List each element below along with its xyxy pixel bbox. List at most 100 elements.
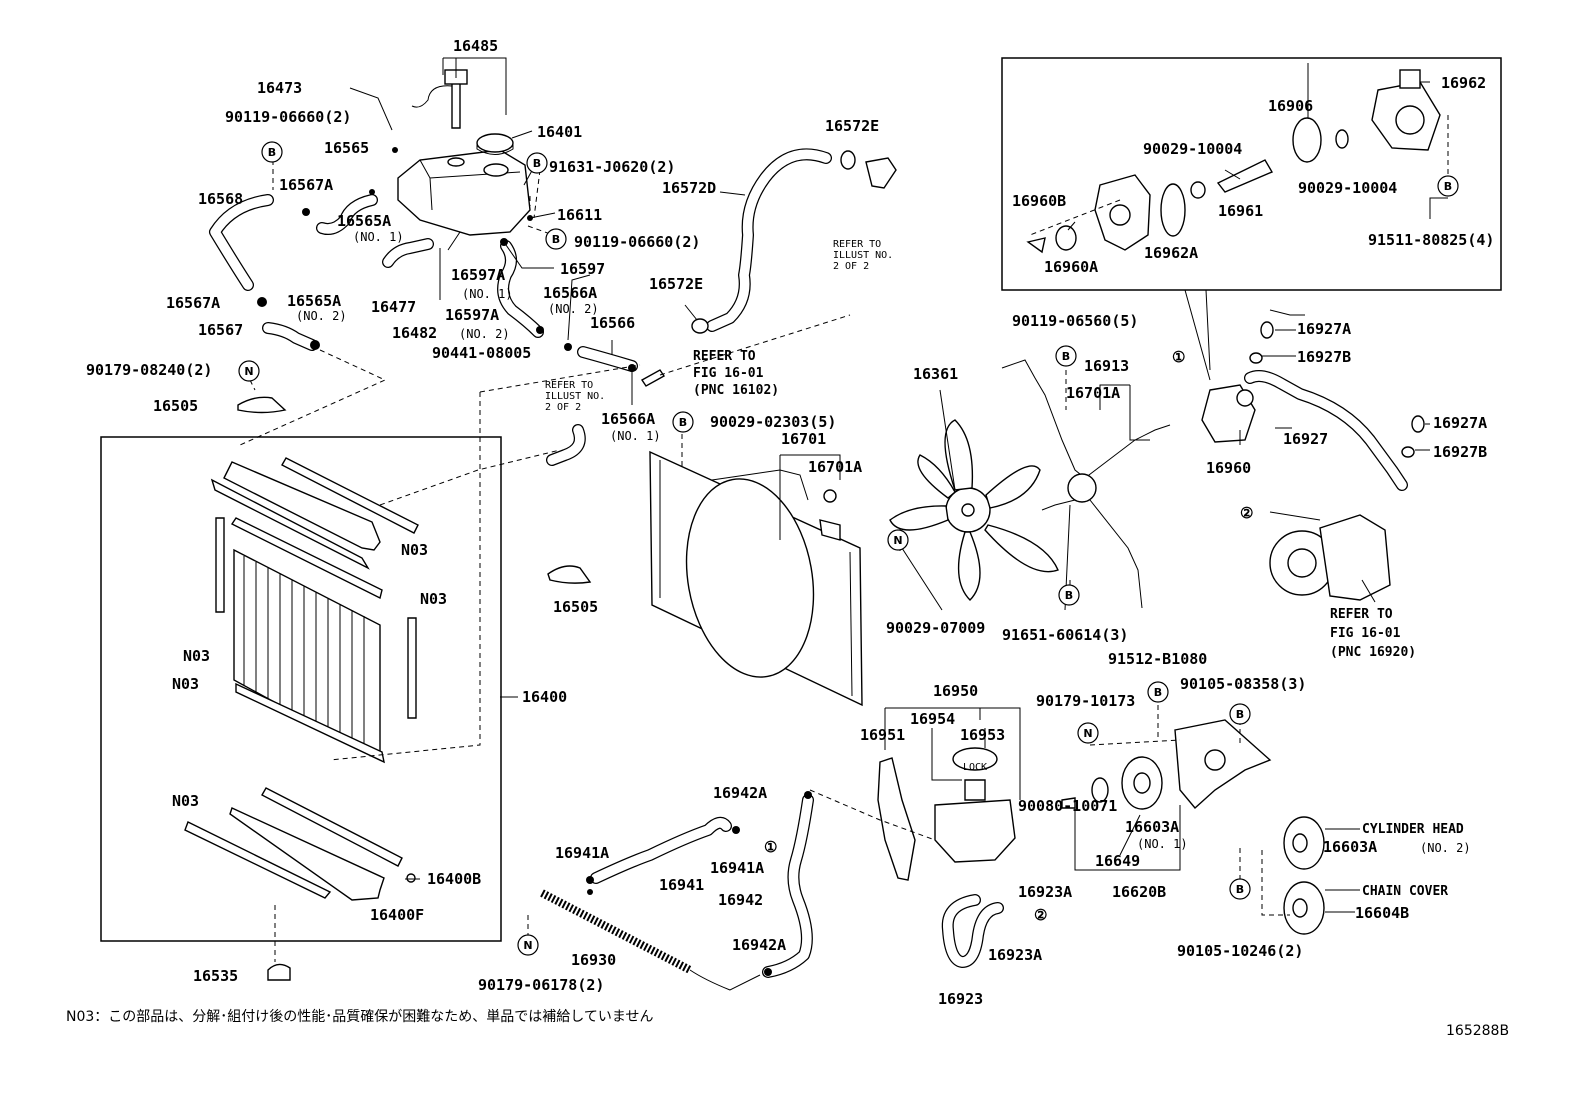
figure-id: 165288B — [1446, 1023, 1509, 1039]
part-label: 16701A — [808, 458, 862, 476]
b-symbol: B — [526, 152, 548, 174]
hose-clamps — [691, 150, 856, 334]
svg-text:ILLUST NO.: ILLUST NO. — [545, 391, 605, 402]
part-label: 16567 — [198, 321, 243, 339]
part-label: 16566 — [590, 314, 635, 332]
part-label: 16960 — [1206, 459, 1251, 477]
svg-text:REFER TO: REFER TO — [1330, 607, 1393, 622]
cooling-fan — [889, 419, 1059, 601]
part-label: 90029-10004 — [1143, 140, 1242, 158]
lower-clips — [586, 791, 812, 976]
svg-text:B: B — [1062, 350, 1070, 363]
water-outlet — [865, 157, 897, 189]
n-symbol: N — [238, 360, 260, 382]
cylinder-head-label: CYLINDER HEAD — [1362, 822, 1464, 837]
part-label: 16927B — [1433, 443, 1487, 461]
svg-text:REFER TO: REFER TO — [833, 239, 881, 250]
part-label: 16604B — [1355, 904, 1409, 922]
svg-text:(PNC 16102): (PNC 16102) — [693, 383, 779, 398]
part-label: 16923A — [1018, 883, 1072, 901]
reservoir-cap — [476, 133, 514, 155]
part-label: 91512-B1080 — [1108, 650, 1207, 668]
part-label: 16603A — [1125, 818, 1179, 836]
part-label: 16565A — [287, 292, 341, 310]
drain-plug — [267, 963, 291, 981]
part-label: 90179-08240(2) — [86, 361, 212, 379]
part-label: N03 — [172, 792, 199, 810]
part-label: 16649 — [1095, 852, 1140, 870]
part-label: 16942A — [732, 936, 786, 954]
qualifier-no2: (NO. 2) — [1420, 841, 1471, 855]
b-symbol: B — [1058, 584, 1080, 606]
b-symbol: B — [545, 228, 567, 250]
refer-fig-16920: REFER TO FIG 16-01 (PNC 16920) — [1330, 607, 1416, 660]
svg-text:B: B — [1065, 589, 1073, 602]
svg-text:FIG 16-01: FIG 16-01 — [1330, 626, 1401, 641]
circle-1-marker: ① — [764, 838, 777, 856]
refer-illust-2-right: REFER TO ILLUST NO. 2 OF 2 — [833, 239, 893, 272]
tensioner-assy — [1061, 719, 1272, 810]
svg-text:REFER TO: REFER TO — [545, 380, 593, 391]
svg-text:B: B — [1154, 686, 1162, 699]
svg-text:(PNC 16920): (PNC 16920) — [1330, 645, 1416, 660]
n-symbol: N — [1077, 722, 1099, 744]
svg-text:FIG 16-01: FIG 16-01 — [693, 366, 764, 381]
b-symbol: B — [1437, 175, 1459, 197]
part-label: 16477 — [371, 298, 416, 316]
svg-text:2 OF 2: 2 OF 2 — [545, 402, 581, 413]
bracket-16505-mid — [547, 565, 592, 584]
part-label: N03 — [420, 590, 447, 608]
part-label: 90179-10173 — [1036, 692, 1135, 710]
part-label: 16927A — [1297, 320, 1351, 338]
svg-text:2 OF 2: 2 OF 2 — [833, 261, 869, 272]
qualifier-labels: (NO. 1) (NO. 2) (NO. 1) (NO. 2) (NO. 2) … — [296, 230, 1471, 899]
part-label: 16473 — [257, 79, 302, 97]
ps-reservoir-16950 — [877, 747, 1016, 881]
n-symbol: N — [887, 529, 909, 551]
qualifier-no1: (NO. 1) — [353, 230, 404, 244]
part-label: 90080-10071 — [1018, 797, 1117, 815]
part-label: 16505 — [153, 397, 198, 415]
part-label: 16701 — [781, 430, 826, 448]
dashed-lines — [239, 115, 1449, 962]
part-label: 16927 — [1283, 430, 1328, 448]
part-label: 90105-08358(3) — [1180, 675, 1306, 693]
part-label: 16566A — [543, 284, 597, 302]
part-label: 16930 — [571, 951, 616, 969]
part-label: 90029-02303(5) — [710, 413, 836, 431]
part-label: 16620B — [1112, 883, 1166, 901]
part-label: 16567A — [279, 176, 333, 194]
steering-pump-ref — [1269, 514, 1391, 601]
svg-text:ILLUST NO.: ILLUST NO. — [833, 250, 893, 261]
part-label: 90029-10004 — [1298, 179, 1397, 197]
idler-pulleys — [1283, 816, 1325, 935]
bracket-16505-top — [237, 396, 287, 414]
part-label: 90119-06560(5) — [1012, 312, 1138, 330]
refer-fig-16102: REFER TO FIG 16-01 (PNC 16102) — [693, 349, 779, 398]
part-label: 90179-06178(2) — [478, 976, 604, 994]
svg-text:B: B — [1236, 883, 1244, 896]
cap-lock-text: LOCK — [963, 762, 987, 773]
b-symbol: B — [1229, 878, 1251, 900]
radiator-frame — [100, 436, 502, 942]
refer-illust-2-left: REFER TO ILLUST NO. 2 OF 2 — [545, 380, 605, 413]
part-label: 16572D — [662, 179, 716, 197]
part-label: 90119-06660(2) — [574, 233, 700, 251]
circle-2-marker: ② — [1034, 906, 1047, 924]
pump-components — [1026, 69, 1441, 254]
part-label: 16603A — [1323, 838, 1377, 856]
svg-text:B: B — [268, 146, 276, 159]
b-symbol: B — [1147, 681, 1169, 703]
part-label: 16906 — [1268, 97, 1313, 115]
circle-2-marker: ② — [1240, 504, 1253, 522]
part-label: 16913 — [1084, 357, 1129, 375]
part-label: 90105-10246(2) — [1177, 942, 1303, 960]
part-label: 16961 — [1218, 202, 1263, 220]
part-label: 90119-06660(2) — [225, 108, 351, 126]
part-label: 16565 — [324, 139, 369, 157]
part-label: 16572E — [825, 117, 879, 135]
part-label: 16611 — [557, 206, 602, 224]
part-label: 16950 — [933, 682, 978, 700]
part-label: 90029-07009 — [886, 619, 985, 637]
qualifier-no2: (NO. 2) — [459, 327, 510, 341]
